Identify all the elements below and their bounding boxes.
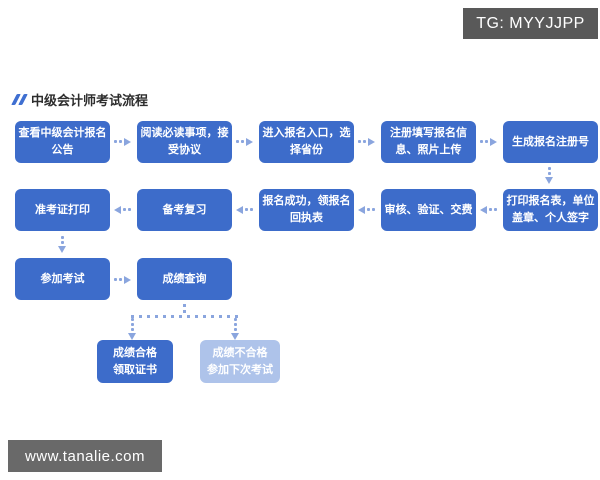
arrow-right-icon (480, 137, 497, 146)
website-watermark-label: www.tanalie.com (24, 447, 146, 465)
step-exam-prep-review: 备考复习 (137, 189, 232, 231)
arrow-down-icon (128, 318, 136, 340)
double-slash-icon (11, 94, 28, 105)
step-read-agreement: 阅读必读事项，接 受协议 (137, 121, 232, 163)
outcome-pass-get-certificate: 成绩合格 领取证书 (97, 340, 173, 383)
arrow-down-icon (231, 318, 239, 340)
step-registration-success-receipt: 报名成功，领报名 回执表 (259, 189, 354, 231)
telegram-watermark-label: TG: MYYJJPP (476, 14, 585, 32)
step-register-info-photo-upload: 注册填写报名信 息、照片上传 (381, 121, 476, 163)
telegram-watermark-badge: TG: MYYJJPP (463, 8, 598, 39)
step-review-verify-pay: 审核、验证、交费 (381, 189, 476, 231)
arrow-right-icon (114, 275, 131, 284)
step-take-exam: 参加考试 (15, 258, 110, 300)
step-print-form-seal-sign: 打印报名表，单位 盖章、个人签字 (503, 189, 598, 231)
outcome-fail-retake-next-exam: 成绩不合格 参加下次考试 (200, 340, 280, 383)
arrow-left-icon (236, 205, 253, 214)
arrow-right-icon (114, 137, 131, 146)
branch-horizontal-line (131, 315, 239, 318)
step-view-announcement: 查看中级会计报名 公告 (15, 121, 110, 163)
arrow-left-icon (358, 205, 375, 214)
arrow-down-icon (545, 167, 553, 184)
arrow-down-icon (58, 236, 66, 253)
branch-stub-line (183, 304, 186, 315)
page-title: 中级会计师考试流程 (11, 90, 149, 109)
step-check-results: 成绩查询 (137, 258, 232, 300)
step-print-admission-ticket: 准考证打印 (15, 189, 110, 231)
step-generate-registration-number: 生成报名注册号 (503, 121, 598, 163)
step-enter-portal-select-province: 进入报名入口，选 择省份 (259, 121, 354, 163)
website-watermark-badge: www.tanalie.com (8, 440, 162, 472)
page-title-label: 中级会计师考试流程 (31, 93, 149, 108)
arrow-left-icon (114, 205, 131, 214)
arrow-right-icon (358, 137, 375, 146)
arrow-left-icon (480, 205, 497, 214)
arrow-right-icon (236, 137, 253, 146)
